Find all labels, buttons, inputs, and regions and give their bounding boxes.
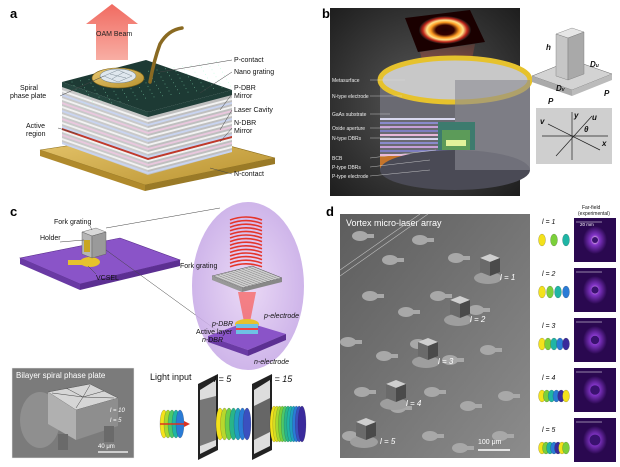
axis-u: u xyxy=(592,113,597,122)
sem-label-l10: l = 10 xyxy=(110,408,126,414)
axis-v: v xyxy=(540,117,545,126)
label-p-type-electrode: P-type electrode xyxy=(332,174,369,180)
sem-scale: 40 μm xyxy=(98,444,115,450)
label-p2: P xyxy=(604,89,610,98)
fork-grating-vcsel-c: Fork grating Holder VCSEL Fork xyxy=(11,202,307,460)
array-label-l3: l = 3 xyxy=(438,357,454,366)
metasurface-vcsel-b: Metasurface N-type electrode GaAs substr… xyxy=(330,8,613,196)
col-label-l5: l = 5 xyxy=(542,427,556,434)
panel-a: a OAM Beam xyxy=(0,0,310,200)
panel-label-a: a xyxy=(10,6,18,21)
label-laser-cavity: Laser Cavity xyxy=(234,107,273,114)
label-fork-grating-left: Fork grating xyxy=(54,219,91,226)
label-p1: P xyxy=(548,97,554,106)
cylinder-device xyxy=(377,55,533,190)
panel-label-b: b xyxy=(322,6,330,21)
vcsel-layers xyxy=(208,319,286,356)
rotation-axes: v y u θ x xyxy=(536,108,612,164)
label-n-type-electrode: N-type electrode xyxy=(332,94,369,100)
label-vcsel: VCSEL xyxy=(96,275,119,282)
array-label-l2: l = 2 xyxy=(470,315,486,324)
sem-title: Bilayer spiral phase plate xyxy=(16,371,106,380)
layer-stack xyxy=(62,26,232,175)
oam-beam-spring xyxy=(229,216,263,268)
label-metasurface: Metasurface xyxy=(332,78,360,84)
farfield-title-1: Far-field xyxy=(582,205,601,211)
label-h: h xyxy=(546,43,551,52)
sem-array-background xyxy=(340,214,530,458)
array-scale: 100 μm xyxy=(478,439,502,446)
panel-c: c Fork grating xyxy=(0,200,310,462)
vortex-array-d: Vortex micro-laser array l = 1 l = 2 l =… xyxy=(339,205,616,462)
label-active-layer: Active layer xyxy=(196,329,233,336)
label-dv: Dv xyxy=(556,84,566,93)
label-holder: Holder xyxy=(40,235,61,242)
oam-beam-label: OAM Beam xyxy=(96,31,132,38)
panel-d: d Vortex micro-laser array l = 1 l = 2 l… xyxy=(310,200,620,462)
panel-label-d: d xyxy=(326,204,334,219)
label-nano-grating: Nano grating xyxy=(234,69,274,76)
label-p-dbr-mirror: Mirror xyxy=(234,93,253,100)
label-spiral: Spiral xyxy=(20,85,38,92)
label-l5: l = 5 xyxy=(214,374,232,384)
label-region: region xyxy=(26,131,46,138)
label-oxide-aperture: Oxide aperture xyxy=(332,126,365,132)
sem-spiral-phase-plate xyxy=(11,367,135,459)
axis-theta: θ xyxy=(584,125,589,134)
array-label-l1: l = 1 xyxy=(500,273,515,282)
label-active: Active xyxy=(26,123,45,130)
label-p-dbr: P-DBR xyxy=(234,85,256,92)
array-label-l4: l = 4 xyxy=(406,399,422,408)
label-n-dbr: n-DBR xyxy=(202,337,223,344)
sem-label-l5: l = 5 xyxy=(110,418,122,424)
light-through-plates xyxy=(159,374,307,460)
label-p-contact: P-contact xyxy=(234,57,264,64)
label-n-type-dbrs: N-type DBRs xyxy=(332,136,362,142)
label-bcb: BCB xyxy=(332,156,343,162)
col-label-l4: l = 4 xyxy=(542,375,556,382)
label-fork-grating-right: Fork grating xyxy=(180,263,217,270)
oam-beam-arrow xyxy=(86,4,138,60)
label-gaas-substrate: GaAs substrate xyxy=(332,112,367,118)
vcsel-schematic-a: OAM Beam xyxy=(10,4,276,191)
bond-wire xyxy=(148,26,184,84)
col-label-l2: l = 2 xyxy=(542,271,556,278)
col-label-l1: l = 1 xyxy=(542,219,556,226)
col-label-l3: l = 3 xyxy=(542,323,556,330)
axis-y: y xyxy=(573,111,579,120)
holder xyxy=(81,227,107,259)
axis-x: x xyxy=(601,139,607,148)
nanopillar-unit-cell: h Dv Du P P xyxy=(531,27,613,106)
label-n-dbr-mirror: Mirror xyxy=(234,128,253,135)
array-title: Vortex micro-laser array xyxy=(346,218,442,228)
label-n-contact: N-contact xyxy=(234,171,264,178)
label-light-input: Light input xyxy=(150,372,192,382)
panel-b: b xyxy=(310,0,620,200)
label-l15: l = 15 xyxy=(270,374,293,384)
label-p-electrode: p-electrode xyxy=(263,313,299,320)
label-n-dbr: N-DBR xyxy=(234,120,256,127)
farfield-title-2: (experimental) xyxy=(578,211,610,217)
label-p-dbr: p-DBR xyxy=(211,321,233,328)
label-n-electrode: n-electrode xyxy=(254,359,289,366)
label-phase-plate: phase plate xyxy=(10,93,46,100)
label-p-type-dbrs: P-type DBRs xyxy=(332,165,361,171)
farfield-scale: 20 mm xyxy=(580,222,594,227)
array-label-l5: l = 5 xyxy=(380,437,396,446)
label-du: Du xyxy=(590,60,599,69)
panel-label-c: c xyxy=(10,204,18,219)
